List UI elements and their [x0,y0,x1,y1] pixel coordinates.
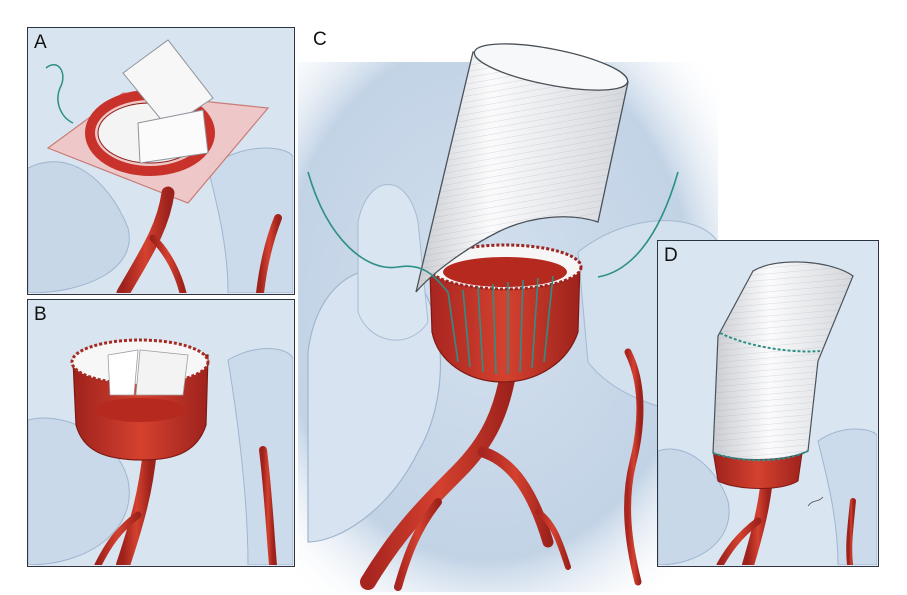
panel-c-illustration [298,22,718,592]
graft-opening [473,43,629,91]
panel-a [27,27,295,295]
graft-insert-a [137,109,209,164]
graft-patch-b2 [135,349,189,396]
panel-d [657,240,879,567]
panel-d-label: D [664,245,678,266]
tissue-d-left [658,448,730,565]
panel-c-label: C [313,29,327,50]
felt-patch-a [122,39,214,129]
suture-threads [307,171,679,375]
panel-a-label: A [34,32,47,53]
cuff-lumen [443,257,567,287]
panel-b [27,299,295,567]
artery-branches-b [94,443,277,565]
panel-c-artwork [298,43,718,592]
panel-b-label: B [34,304,47,325]
graft-texture [416,52,628,292]
panel-b-artwork [28,300,293,565]
tissue-d-right [817,428,877,565]
aortic-root-cuff [429,261,581,383]
panel-d-artwork [658,241,877,565]
tissue-a-right [207,147,293,293]
distal-suture-line [712,450,809,462]
proximal-suture-line [719,332,821,353]
artist-signature [807,496,824,507]
suture-thread-a [45,64,74,124]
artery-branches-a [116,186,282,293]
graft-texture-d [713,261,853,460]
panel-a-artwork [28,28,293,293]
graft-patch-b1 [107,349,139,396]
tissue-a-left [28,161,130,293]
root-lumen-b [95,398,185,422]
artery-branches-c [360,348,644,591]
